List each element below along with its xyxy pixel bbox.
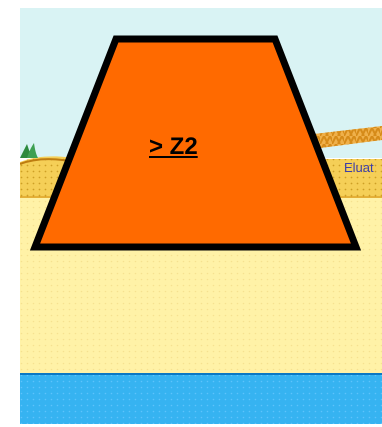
side-label: Eluat bbox=[344, 160, 374, 175]
water-texture bbox=[20, 374, 382, 424]
landscape-frame: > Z2 Eluat bbox=[20, 8, 382, 424]
grass-blade bbox=[27, 143, 38, 158]
grass-tuft bbox=[20, 143, 38, 158]
heap-label: > Z2 bbox=[149, 133, 198, 160]
waste-heap-trapezoid bbox=[29, 35, 362, 251]
landscape-svg bbox=[20, 35, 382, 424]
soil-hatch-pattern bbox=[314, 126, 382, 148]
